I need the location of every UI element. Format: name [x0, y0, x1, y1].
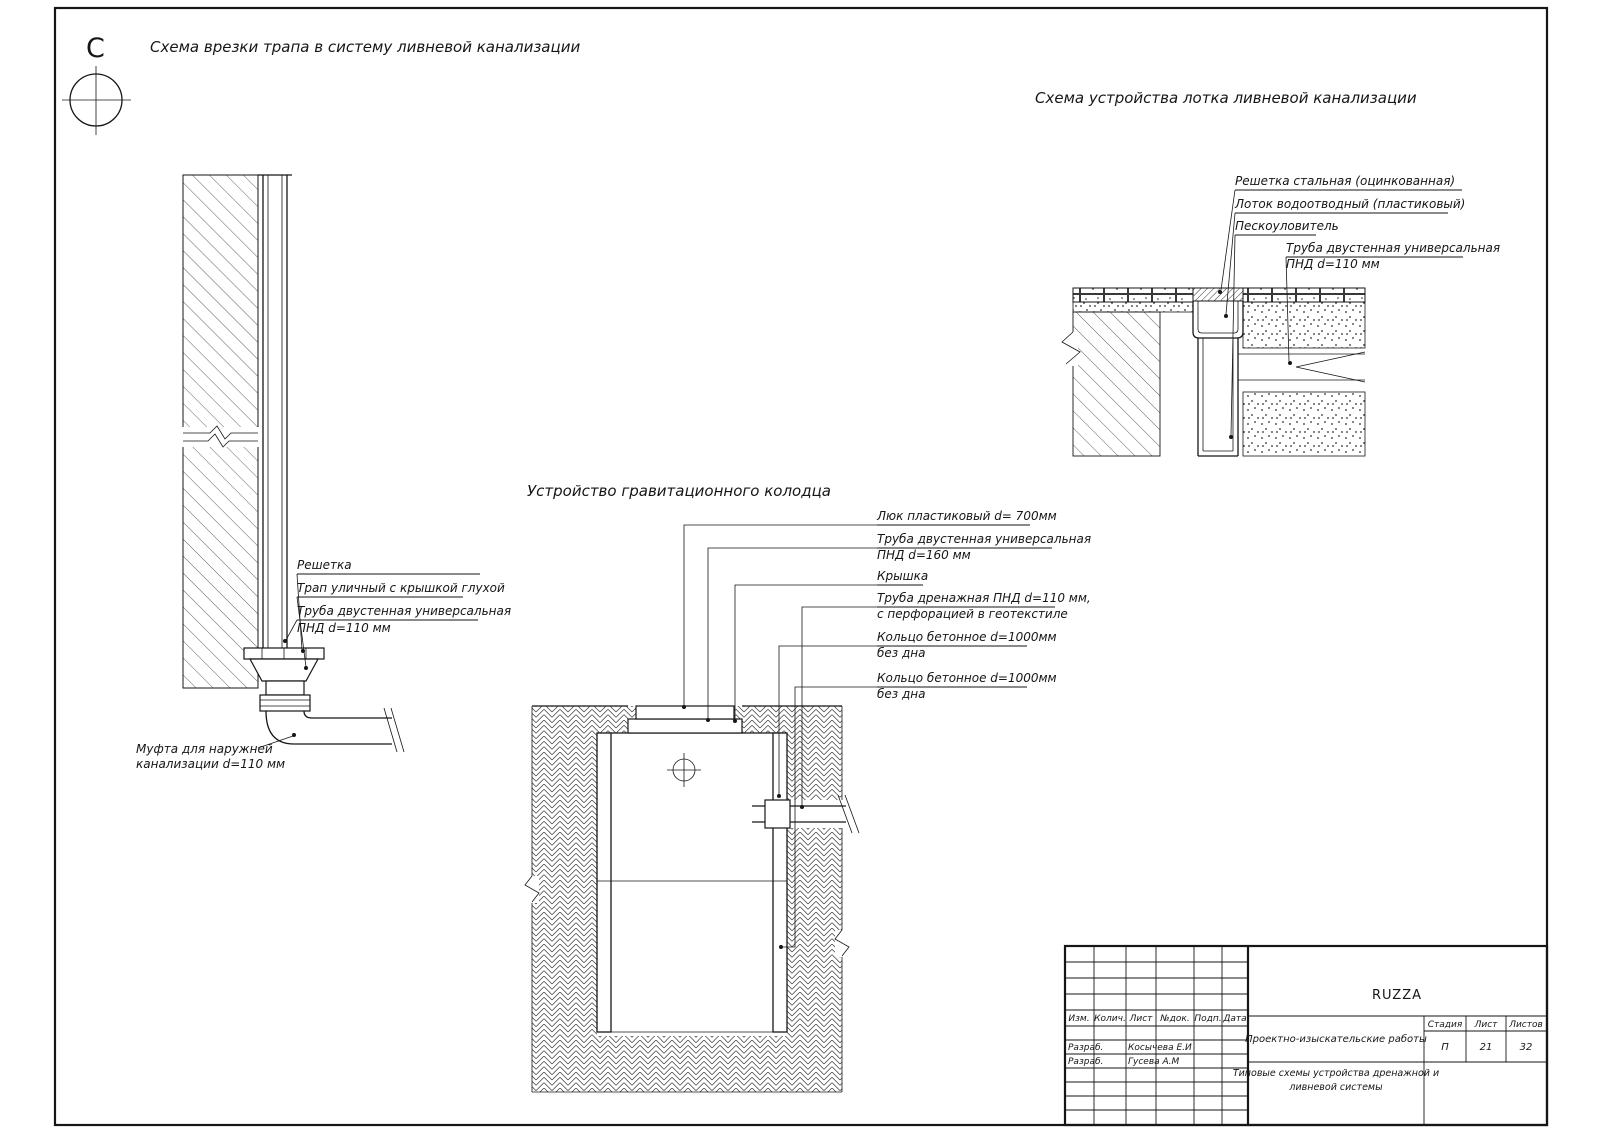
label-pipe-160: Труба двустенная универсальная [877, 532, 1091, 546]
label-channel: Лоток водоотводный (пластиковый) [1234, 197, 1465, 211]
steel-grate [1192, 287, 1244, 302]
label-pipe-110-2: ПНД d=110 мм [1286, 257, 1380, 271]
north-symbol: С [62, 33, 131, 135]
label-concrete-ring-2b: без дна [877, 687, 925, 701]
soil-break-right [834, 929, 850, 957]
col-podp: Подп. [1194, 1014, 1221, 1024]
label-lid: Крышка [877, 569, 928, 583]
label-coupling: Муфта для наружней [136, 742, 273, 756]
inlet-drain-pipe [750, 794, 860, 834]
col-ndok: №док. [1159, 1014, 1189, 1024]
pipe-break-mark [383, 707, 398, 753]
label-plastic-hatch: Люк пластиковый d= 700мм [876, 509, 1057, 523]
bedding-layer [1072, 301, 1194, 313]
row2-name: Гусева А.М [1128, 1057, 1180, 1067]
sheet-frame [53, 6, 1549, 1127]
sheets-value: 32 [1520, 1042, 1533, 1053]
stage-value: П [1441, 1042, 1449, 1053]
label-street-trap: Трап уличный с крышкой глухой [297, 581, 505, 595]
col-izm: Изм. [1068, 1014, 1089, 1024]
sheet-label: Лист [1474, 1020, 1499, 1030]
col-data: Дата [1222, 1014, 1246, 1024]
wall-break-line [183, 425, 258, 440]
vertical-drain-pipe [258, 174, 292, 648]
title-block: Изм. Колич. Лист №док. Подп. Дата Разраб… [1063, 944, 1549, 1127]
sheet-value: 21 [1480, 1042, 1493, 1053]
row1-role: Разраб. [1068, 1043, 1103, 1053]
row1-name: Косычева Е.И [1128, 1043, 1192, 1053]
pipe-break-mark [837, 794, 853, 834]
sheets-label: Листов [1508, 1020, 1543, 1030]
outlet-pipe-110 [1238, 351, 1366, 383]
stage-label: Стадия [1428, 1020, 1463, 1030]
manhole-cover [627, 705, 743, 734]
label-pipe-110-2: ПНД d=110 мм [297, 621, 391, 635]
pipe-break-mark [1295, 351, 1366, 368]
trap-drain-diagram: Решетка Трап уличный с крышкой глухой Тр… [136, 174, 511, 771]
concrete-wall [1072, 311, 1161, 457]
label-sand-trap: Пескоуловитель [1235, 219, 1339, 233]
label-concrete-ring-1: Кольцо бетонное d=1000мм [877, 630, 1057, 644]
concrete-rings [596, 732, 788, 1033]
coupling [259, 694, 311, 712]
doc-title-line1: Типовые схемы устройства дренажной и [1233, 1068, 1439, 1079]
pipe-coupling [764, 799, 791, 829]
col-list: Лист [1129, 1014, 1154, 1024]
gravel-layer [1242, 391, 1366, 457]
label-steel-grate: Решетка стальная (оцинкованная) [1235, 174, 1455, 188]
label-drain-pipe-110: Труба дренажная ПНД d=110 мм, [877, 591, 1091, 605]
wall-break-left [1061, 331, 1081, 365]
sand-layer [1242, 301, 1366, 349]
north-letter: С [86, 33, 105, 64]
paving-right [1242, 287, 1366, 303]
channel-diagram: Решетка стальная (оцинкованная) Лоток во… [1061, 174, 1500, 457]
soil-break-left [524, 875, 540, 903]
title-well-scheme: Устройство гравитационного колодца [527, 482, 831, 500]
label-pipe-160-2: ПНД d=160 мм [877, 548, 971, 562]
center-marker-icon [667, 753, 701, 787]
label-pipe-110: Труба двустенная универсальная [297, 604, 511, 618]
gravity-well-diagram: Люк пластиковый d= 700мм Труба двустенна… [524, 509, 1091, 1093]
title-lotok-scheme: Схема устройства лотка ливневой канализа… [1035, 89, 1417, 107]
label-drain-pipe-110-2: с перфорацией в геотекстиле [877, 607, 1068, 621]
label-grate: Решетка [297, 558, 352, 572]
label-pipe-110: Труба двустенная универсальная [1286, 241, 1500, 255]
company-name: RUZZA [1372, 988, 1422, 1003]
label-coupling-2: канализации d=110 мм [136, 757, 285, 771]
title-trap-scheme: Схема врезки трапа в систему ливневой ка… [150, 38, 580, 56]
well-lid-plate [627, 718, 743, 734]
doc-title-line2: ливневой системы [1288, 1082, 1383, 1093]
row2-role: Разраб. [1068, 1057, 1103, 1067]
work-type: Проектно-изыскательские работы [1245, 1033, 1427, 1045]
label-concrete-ring-1b: без дна [877, 646, 925, 660]
elbow-outlet-pipe [265, 707, 405, 753]
street-trap [243, 647, 325, 712]
sand-trap-body [1197, 338, 1239, 457]
col-kolich: Колич. [1094, 1014, 1126, 1024]
label-concrete-ring-2: Кольцо бетонное d=1000мм [877, 671, 1057, 685]
drainage-channel [1192, 301, 1244, 339]
paving-left [1072, 287, 1194, 303]
